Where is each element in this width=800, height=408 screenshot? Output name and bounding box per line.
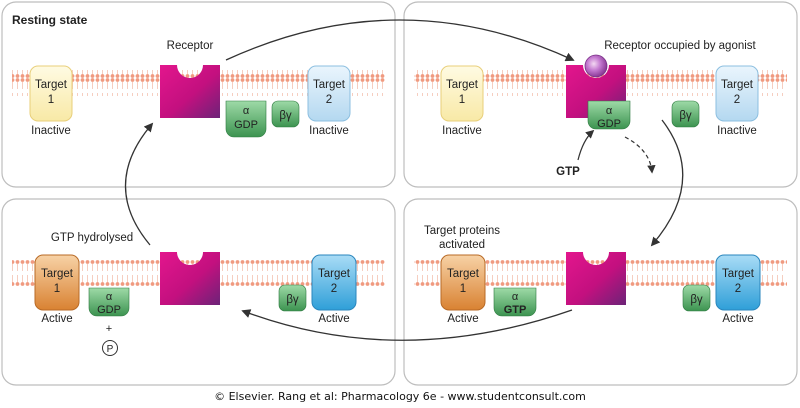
cycle-arrow-agonist-binding bbox=[225, 19, 575, 62]
svg-text:α: α bbox=[512, 291, 519, 303]
receptor bbox=[160, 252, 220, 305]
svg-text:GDP: GDP bbox=[97, 304, 121, 316]
title: Resting state bbox=[12, 13, 88, 27]
target-2-inactive: Target 2 bbox=[307, 65, 351, 122]
gdp-release-arrow bbox=[624, 136, 656, 174]
target-2-status: Inactive bbox=[717, 125, 757, 137]
hydrolysed-caption: GTP hydrolysed bbox=[51, 232, 133, 244]
cycle-arrow-hydrolysis bbox=[241, 309, 573, 341]
cycle-arrow-reassociation bbox=[124, 122, 154, 246]
svg-text:βγ: βγ bbox=[286, 294, 299, 306]
svg-text:βγ: βγ bbox=[690, 294, 703, 306]
svg-text:Target: Target bbox=[313, 79, 346, 91]
g-beta-gamma-subunit: βγ bbox=[271, 100, 300, 128]
target-1-active: Target 1 bbox=[440, 254, 486, 311]
receptor bbox=[566, 252, 626, 305]
svg-text:2: 2 bbox=[331, 283, 337, 295]
svg-text:1: 1 bbox=[460, 283, 466, 295]
g-alpha-subunit: α GDP bbox=[225, 100, 267, 138]
svg-text:Target: Target bbox=[721, 79, 754, 91]
svg-text:Target: Target bbox=[41, 268, 74, 280]
svg-text:P: P bbox=[107, 344, 114, 355]
target-1-active: Target 1 bbox=[34, 254, 80, 311]
svg-text:2: 2 bbox=[326, 94, 332, 106]
activated-caption-line-1: Target proteins bbox=[424, 225, 500, 237]
g-beta-gamma-subunit: βγ bbox=[278, 284, 307, 312]
svg-text:GDP: GDP bbox=[597, 118, 621, 130]
receptor bbox=[160, 65, 220, 118]
svg-text:1: 1 bbox=[459, 94, 465, 106]
target-1-status: Active bbox=[447, 313, 478, 325]
target-2-status: Inactive bbox=[309, 125, 349, 137]
svg-text:Target: Target bbox=[446, 79, 479, 91]
target-2-status: Active bbox=[722, 313, 753, 325]
activated-caption-line-2: activated bbox=[439, 239, 485, 251]
g-alpha-subunit: α GDP bbox=[88, 287, 130, 317]
gtp-label: GTP bbox=[556, 166, 580, 178]
svg-text:GTP: GTP bbox=[504, 304, 527, 316]
target-1-status: Active bbox=[41, 313, 72, 325]
svg-text:1: 1 bbox=[54, 283, 60, 295]
target-2-active: Target 2 bbox=[715, 254, 761, 311]
svg-text:2: 2 bbox=[735, 283, 741, 295]
svg-text:Target: Target bbox=[722, 268, 755, 280]
svg-text:α: α bbox=[106, 291, 113, 303]
receptor-label: Receptor bbox=[167, 40, 214, 52]
gtp-binding-arrow bbox=[577, 129, 595, 161]
cycle-arrow-activation bbox=[650, 119, 684, 247]
agonist bbox=[584, 54, 608, 78]
target-1-inactive: Target 1 bbox=[29, 65, 73, 122]
svg-text:2: 2 bbox=[734, 94, 740, 106]
svg-text:1: 1 bbox=[48, 94, 54, 106]
phosphate-icon: P bbox=[102, 340, 118, 356]
svg-text:Target: Target bbox=[447, 268, 480, 280]
svg-text:βγ: βγ bbox=[679, 110, 692, 122]
svg-text:Target: Target bbox=[318, 268, 351, 280]
target-1-status: Inactive bbox=[31, 125, 71, 137]
target-2-inactive: Target 2 bbox=[715, 65, 759, 122]
target-1-inactive: Target 1 bbox=[440, 65, 484, 122]
copyright-credit: © Elsevier. Rang et al: Pharmacology 6e … bbox=[214, 390, 586, 403]
plus-sign: + bbox=[106, 323, 112, 335]
g-alpha-subunit: α GTP bbox=[493, 287, 537, 317]
receptor-occupied-label: Receptor occupied by agonist bbox=[604, 40, 756, 52]
svg-text:α: α bbox=[606, 105, 613, 117]
target-1-status: Inactive bbox=[442, 125, 482, 137]
target-2-status: Active bbox=[318, 313, 349, 325]
g-protein-cycle-diagram: Resting state Receptor Target 1 Inactive… bbox=[1, 1, 798, 386]
g-beta-gamma-subunit: βγ bbox=[682, 284, 711, 312]
svg-text:Target: Target bbox=[35, 79, 68, 91]
g-beta-gamma-subunit: βγ bbox=[671, 100, 700, 128]
svg-text:α: α bbox=[243, 105, 250, 117]
target-2-active: Target 2 bbox=[311, 254, 357, 311]
svg-text:GDP: GDP bbox=[234, 119, 258, 131]
g-alpha-subunit: α GDP bbox=[587, 100, 631, 130]
svg-text:βγ: βγ bbox=[279, 110, 292, 122]
